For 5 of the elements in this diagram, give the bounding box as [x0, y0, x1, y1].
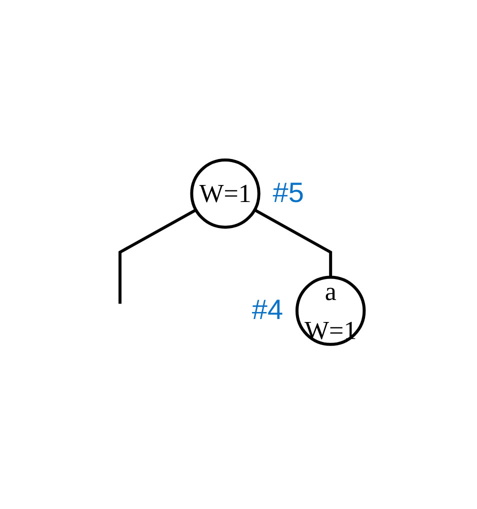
connector	[254, 208, 332, 277]
node-annotation: #4	[252, 294, 284, 326]
connector	[118, 208, 197, 304]
node-circle: W=1	[190, 158, 260, 228]
node-annotation: #5	[272, 177, 304, 210]
